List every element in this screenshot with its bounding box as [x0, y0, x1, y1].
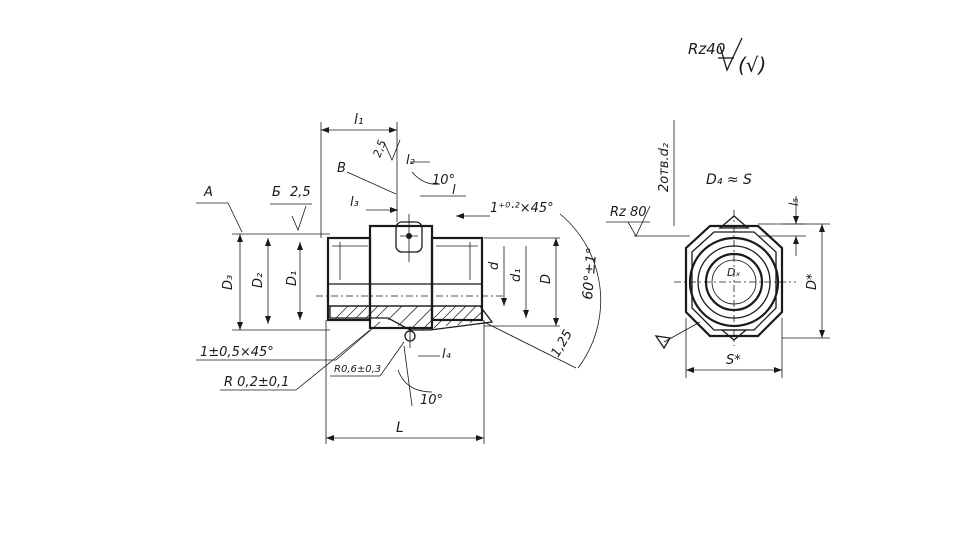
note-two-holes: 2отв.d₂ [657, 143, 672, 192]
svg-text:2,5: 2,5 [371, 138, 389, 159]
label-B: Б [272, 185, 281, 200]
dim-l2: l₂ [406, 153, 415, 168]
dim-l4: l₄ [442, 347, 452, 362]
dim-pitch: 1,25 [548, 327, 575, 360]
dim-L: L [396, 420, 404, 436]
roughness-bore-symbol: 2,5 [371, 138, 401, 162]
dim-D2: D₂ [251, 273, 266, 288]
dim-D: D [539, 274, 554, 284]
section-hatching [329, 305, 494, 331]
angle-10-top: 10° [432, 173, 455, 188]
dim-l5: l₅ [787, 198, 801, 206]
dim-l3: l₃ [350, 195, 359, 210]
roughness-thread-face: 2,5 [290, 185, 311, 200]
front-view: L l₁ l₂ l₃ l 10° 2,5 В А Б [196, 112, 602, 444]
right-thread-body [430, 236, 484, 322]
thread-angle-arc [559, 213, 602, 369]
dim-radius-2: R0,6±0,3 [334, 364, 381, 375]
dim-D3: D₃ [221, 275, 236, 290]
dim-chamfer-bottom: 1±0,5×45° [200, 345, 274, 360]
label-V: В [337, 161, 346, 176]
angle-thread: 60°±1° [580, 247, 601, 301]
roughness-check-mark [719, 37, 743, 72]
dim-S: S* [726, 353, 741, 368]
general-roughness-symbol: Rz40 (√) [688, 37, 766, 77]
left-thread-body [326, 236, 372, 322]
dim-l: l [452, 183, 456, 198]
roughness-general-value: Rz40 [688, 40, 725, 58]
svg-text:Rz 80: Rz 80 [610, 205, 647, 220]
dim-l1: l₁ [354, 112, 364, 128]
roughness-hex-symbol: Rz 80 [606, 205, 690, 237]
hex-outline [684, 224, 784, 338]
dim-D-star: D* [805, 273, 820, 290]
angle-10-bottom: 10° [420, 393, 443, 408]
dim-hex-bore: Dₓ [727, 266, 740, 279]
dim-d: d [487, 261, 502, 270]
dim-D4: D₄ ≈ S [706, 172, 752, 188]
label-A: А [203, 185, 213, 200]
dim-D1: D₁ [285, 271, 300, 286]
dim-chamfer-top: 1⁺⁰·²×45° [490, 201, 554, 216]
roughness-general-sub: (√) [738, 53, 766, 77]
dim-radius-1: R 0,2±0,1 [224, 375, 289, 390]
dim-d1: d₁ [509, 269, 524, 282]
side-view: D₄ ≈ S 2отв.d₂ Rz 80 l₅ D* S* [606, 120, 830, 378]
hex-collar [368, 224, 434, 330]
